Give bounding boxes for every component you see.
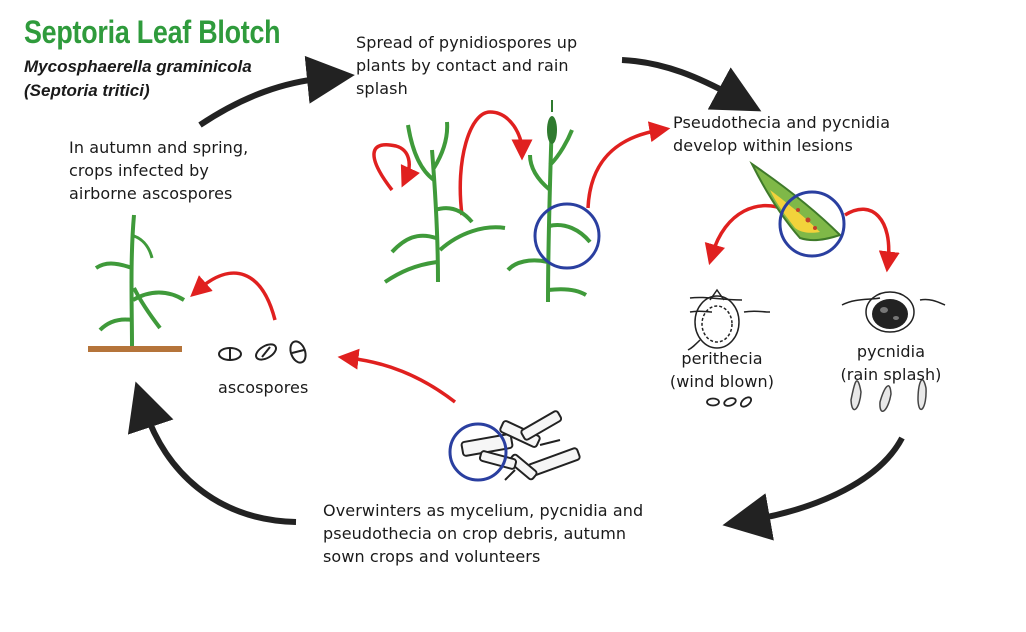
ascospores-label: ascospores (218, 378, 309, 397)
wheat-plants-icon (383, 117, 592, 303)
red-arrow-to-lesion (586, 121, 671, 209)
red-arrow-to-pycnidia (844, 207, 900, 273)
cycle-arrow-top-left (198, 55, 355, 128)
red-arrow-debris-to-ascospores (337, 348, 457, 404)
spread-label-line: plants by contact and rain (356, 56, 569, 75)
wheat-ear-icon (547, 100, 557, 144)
overwinter-label-line: Overwinters as mycelium, pycnidia and (323, 501, 644, 520)
infection-circle-wheat (533, 202, 601, 270)
overwinter-label-line: sown crops and volunteers (323, 547, 541, 566)
cycle-arrow-bottom-left (127, 381, 297, 525)
pseudothecia-label-line: Pseudothecia and pycnidia (673, 113, 891, 132)
autumn-infection-label-line: crops infected by (69, 161, 209, 180)
pycnidia-label: pycnidia (rain splash) (832, 340, 950, 386)
perithecia-label-line: perithecia (681, 349, 763, 368)
pathogen-name: Mycosphaerella graminicola (24, 57, 252, 76)
autumn-infection-label-line: airborne ascospores (69, 184, 233, 203)
perithecium-icon (687, 288, 771, 351)
ascospores-icon (218, 340, 307, 364)
crop-debris-icon (460, 410, 581, 481)
pseudothecia-label: Pseudothecia and pycnidia develop within… (673, 111, 890, 157)
autumn-infection-label: In autumn and spring, crops infected by … (69, 136, 248, 205)
diagram-title: Septoria Leaf Blotch (24, 14, 281, 50)
red-arrow-splash-2 (458, 110, 533, 216)
pycnidia-spores-icon (850, 379, 927, 412)
red-arrow-to-perithecia (704, 203, 786, 266)
infection-circle-debris (448, 422, 508, 482)
pycnidia-label-line: (rain splash) (840, 365, 942, 384)
pathogen-synonym: (Septoria tritici) (24, 81, 150, 100)
spread-label-line: splash (356, 79, 408, 98)
pycnidium-icon (841, 291, 946, 333)
perithecia-label: perithecia (wind blown) (662, 347, 782, 393)
perithecia-label-line: (wind blown) (669, 372, 775, 391)
pseudothecia-label-line: develop within lesions (673, 136, 853, 155)
infection-circle-lesion (778, 190, 846, 258)
pycnidia-label-line: pycnidia (856, 342, 926, 361)
autumn-infection-label-line: In autumn and spring, (69, 138, 249, 157)
red-arrow-ascospores-to-plant (190, 271, 277, 321)
leaf-lesion-icon (749, 160, 842, 242)
cycle-arrow-top-right (621, 57, 762, 112)
overwinter-label-line: pseudothecia on crop debris, autumn (323, 524, 627, 543)
red-arrow-splash-1 (372, 143, 420, 192)
cycle-arrow-bottom-right (722, 436, 905, 541)
spread-label: Spread of pynidiospores up plants by con… (356, 31, 577, 100)
young-plant-icon (88, 214, 186, 352)
overwinter-label: Overwinters as mycelium, pycnidia and ps… (323, 499, 643, 568)
perithecia-spores-icon (706, 396, 753, 408)
spread-label-line: Spread of pynidiospores up (356, 33, 578, 52)
